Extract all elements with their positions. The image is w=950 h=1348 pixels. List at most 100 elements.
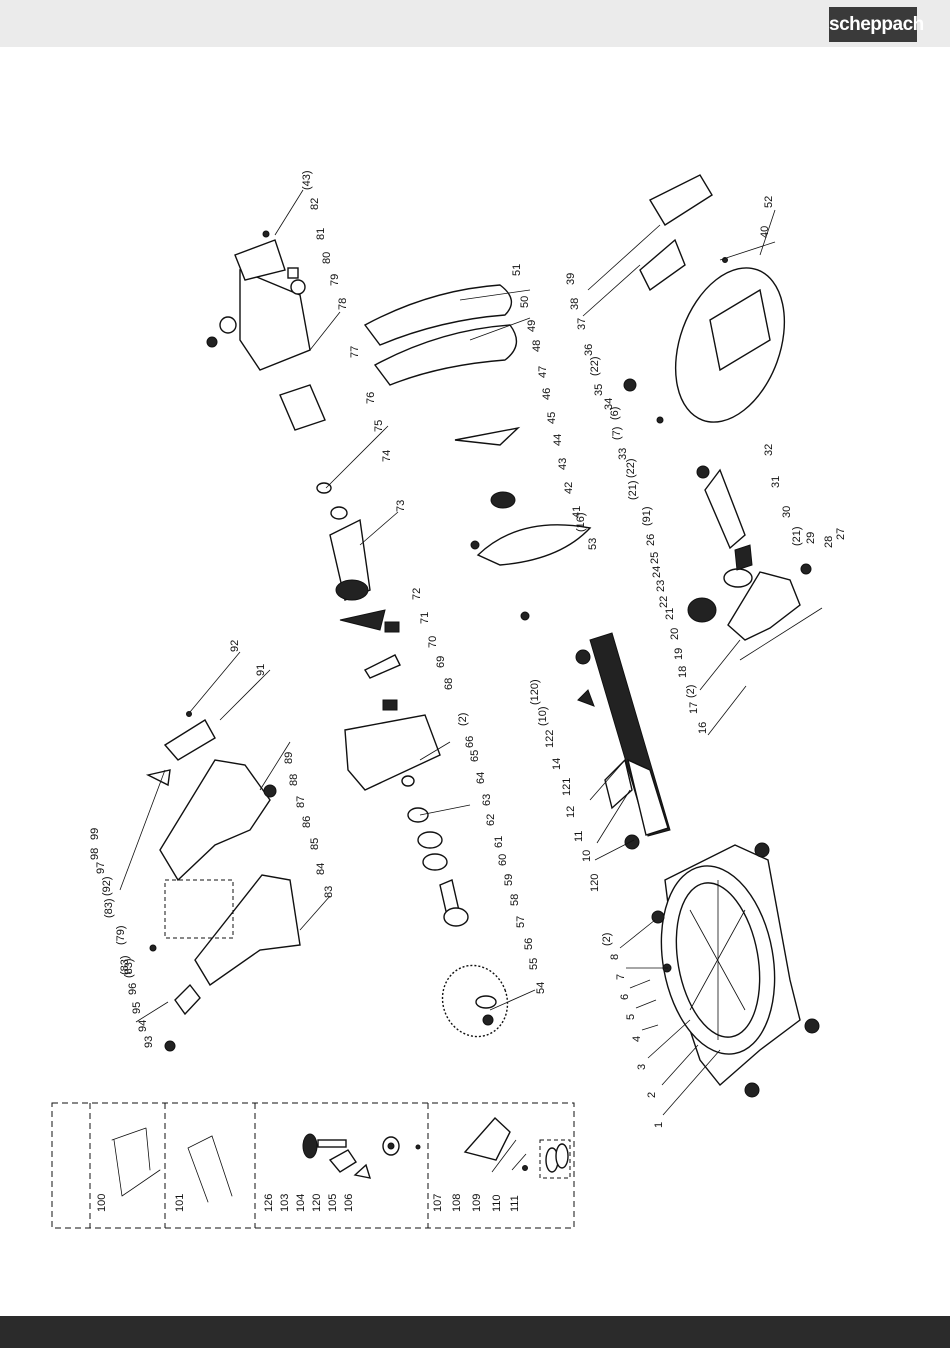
callout-label: (91) <box>641 506 653 526</box>
callout-label: 95 <box>131 1002 143 1014</box>
callout-label: 101 <box>174 1194 186 1212</box>
callout-label: 17 <box>688 702 700 714</box>
callout-label: 63 <box>481 794 493 806</box>
callout-label: 7 <box>615 974 627 980</box>
callout-label: (21) <box>627 480 639 500</box>
bevel-assembly <box>687 465 823 661</box>
callout-label: 126 <box>263 1194 275 1212</box>
callout-label: 8 <box>609 954 621 960</box>
callout-label: 35 <box>593 384 605 396</box>
callout-label: 41 <box>571 506 583 518</box>
callout-label: 79 <box>329 274 341 286</box>
callout-label: 65 <box>469 750 481 762</box>
callout-label: 19 <box>673 648 685 660</box>
callout-label: 23 <box>655 580 667 592</box>
callout-label: 81 <box>315 228 327 240</box>
callout-label: 78 <box>337 298 349 310</box>
callout-label: 62 <box>485 814 497 826</box>
callout-label: 75 <box>373 420 385 432</box>
callout-label: 111 <box>509 1195 521 1212</box>
callout-label: 21 <box>664 608 676 620</box>
callout-label: (79) <box>115 925 127 945</box>
callout-label: 10 <box>581 850 593 862</box>
callout-label: 109 <box>471 1194 483 1212</box>
callout-label: 3 <box>636 1064 648 1070</box>
callout-label: (2) <box>457 713 469 726</box>
callout-label: 1 <box>653 1122 665 1128</box>
callout-label: (83) <box>123 958 135 978</box>
callout-label: 69 <box>435 656 447 668</box>
callout-label: 104 <box>295 1194 307 1212</box>
rail-assembly <box>575 632 671 850</box>
callout-label: 56 <box>523 938 535 950</box>
callout-label: 99 <box>89 828 101 840</box>
callout-label: 74 <box>381 450 393 462</box>
callout-labels: 1 2 3 4 5 6 7 8 (2) 10 11 12 120 14 121 … <box>89 170 847 1212</box>
callout-label: 40 <box>759 226 771 238</box>
header-bar <box>0 0 950 47</box>
callout-label: 122 <box>544 730 556 748</box>
callout-label: 47 <box>537 366 549 378</box>
callout-label: 14 <box>551 758 563 770</box>
callout-label: 92 <box>229 640 241 652</box>
callout-label: 80 <box>321 252 333 264</box>
lower-guard <box>363 284 592 621</box>
callout-label: 38 <box>569 298 581 310</box>
callout-label: 108 <box>451 1194 463 1212</box>
callout-label: (10) <box>537 706 549 726</box>
callout-label: 89 <box>283 752 295 764</box>
callout-label: (7) <box>611 427 623 440</box>
callout-label: 57 <box>515 916 527 928</box>
callout-label: 70 <box>427 636 439 648</box>
callout-label: 12 <box>565 806 577 818</box>
callout-label: 32 <box>763 444 775 456</box>
callout-label: 36 <box>583 344 595 356</box>
callout-label: (83) <box>119 955 131 975</box>
callout-label: 82 <box>309 198 321 210</box>
callout-label: 66 <box>464 736 476 748</box>
callout-label: 37 <box>576 318 588 330</box>
handle-assembly <box>145 711 301 1052</box>
callout-label: 46 <box>541 388 553 400</box>
callout-label: 61 <box>493 836 505 848</box>
callout-label: 106 <box>343 1194 355 1212</box>
callout-label: (120) <box>529 679 541 705</box>
callout-label: 120 <box>589 874 601 892</box>
callout-label: 6 <box>619 994 631 1000</box>
callout-label: 68 <box>443 678 455 690</box>
motor-assembly <box>206 230 509 1038</box>
callout-label: 94 <box>137 1020 149 1032</box>
callout-label: 107 <box>432 1194 444 1212</box>
callout-label: 83 <box>323 886 335 898</box>
turntable-base <box>651 842 820 1098</box>
callout-label: 77 <box>349 346 361 358</box>
callout-label: (6) <box>609 407 621 420</box>
callout-label: 48 <box>531 340 543 352</box>
callout-label: (2) <box>685 685 697 698</box>
blade-guard <box>623 174 786 424</box>
callout-label: 34 <box>603 398 615 410</box>
callout-label: 51 <box>511 264 523 276</box>
callout-label: 76 <box>365 392 377 404</box>
callout-label: 105 <box>327 1194 339 1212</box>
callout-label: 33 <box>617 448 629 460</box>
callout-label: 59 <box>503 874 515 886</box>
callout-label: (21) <box>791 526 803 546</box>
callout-label: 96 <box>127 983 139 995</box>
callout-label: (43) <box>301 170 313 190</box>
callout-label: 58 <box>509 894 521 906</box>
callout-label: (22) <box>625 458 637 478</box>
callout-label: 71 <box>419 612 431 624</box>
callout-label: 87 <box>295 796 307 808</box>
callout-label: 85 <box>309 838 321 850</box>
callout-label: 16 <box>697 722 709 734</box>
callout-label: 120 <box>311 1194 323 1212</box>
callout-label: 29 <box>805 532 817 544</box>
callout-label: 100 <box>96 1194 108 1212</box>
callout-label: (92) <box>101 876 113 896</box>
callout-label: (16) <box>575 512 587 532</box>
callout-label: 49 <box>526 320 538 332</box>
callout-label: 26 <box>645 534 657 546</box>
callout-label: 25 <box>649 552 661 564</box>
